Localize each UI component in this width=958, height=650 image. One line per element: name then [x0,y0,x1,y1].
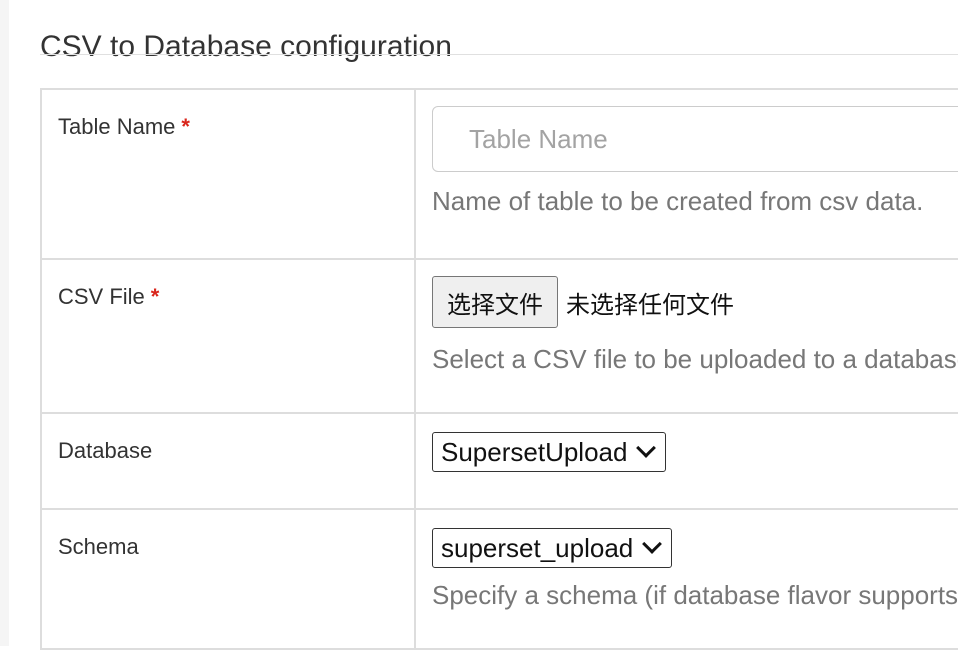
form-row-schema: Schema superset_upload Specify a schema … [40,508,958,650]
schema-select[interactable]: superset_upload [432,528,673,568]
schema-help: Specify a schema (if database flavor sup… [432,580,958,610]
label-cell: Database [40,412,416,510]
csv-file-help: Select a CSV file to be uploaded to a da… [432,344,958,374]
schema-selected-value: superset_upload [441,532,634,563]
control-cell: SupersetUpload [414,412,958,510]
table-name-help: Name of table to be created from csv dat… [432,186,924,216]
label-cell: Schema [40,508,416,650]
required-asterisk: * [181,114,190,139]
file-status-text: 未选择任何文件 [566,290,734,319]
file-picker: 选择文件 未选择任何文件 [432,276,958,328]
table-name-input[interactable] [432,106,958,172]
label-cell: Table Name* [40,88,416,260]
schema-label: Schema [58,534,139,559]
control-cell: 选择文件 未选择任何文件 Select a CSV file to be upl… [414,258,958,414]
database-select[interactable]: SupersetUpload [432,432,667,472]
form-row-table-name: Table Name* Name of table to be created … [40,88,958,260]
required-asterisk: * [150,284,160,309]
form-row-database: Database SupersetUpload [40,412,958,510]
database-label: Database [58,438,153,463]
table-name-label: Table Name [58,114,176,139]
csv-file-label: CSV File [58,284,145,309]
csv-config-form: Table Name* Name of table to be created … [40,88,958,650]
control-cell: Name of table to be created from csv dat… [414,88,958,260]
control-cell: superset_upload Specify a schema (if dat… [414,508,958,650]
choose-file-button[interactable]: 选择文件 [432,276,558,328]
page: CSV to Database configuration Table Name… [40,0,958,650]
chevron-down-icon [642,534,663,554]
form-row-csv-file: CSV File* 选择文件 未选择任何文件 Select a CSV file… [40,258,958,414]
database-selected-value: SupersetUpload [441,436,628,467]
page-title: CSV to Database configuration [40,30,452,64]
title-divider [40,54,958,55]
left-gutter [0,0,9,646]
chevron-down-icon [636,438,657,458]
label-cell: CSV File* [40,258,416,414]
